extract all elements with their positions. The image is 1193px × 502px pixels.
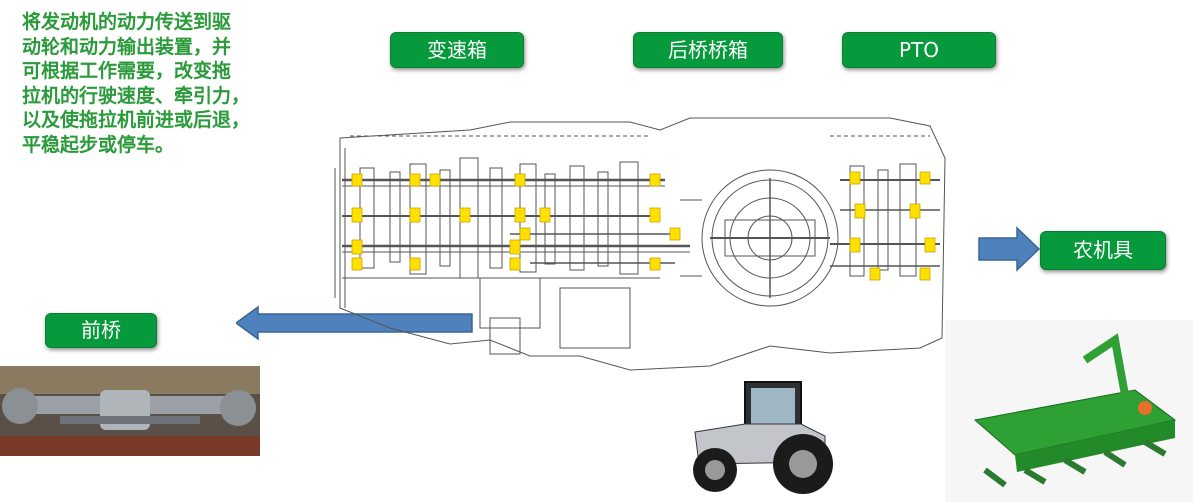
rotary-tiller-photo: [945, 320, 1193, 502]
rear-axle-label: 后桥桥箱: [633, 32, 783, 68]
description-line: 平稳起步或停车。: [22, 133, 175, 156]
description-line: 拉机的行驶速度、牵引力，: [22, 84, 251, 107]
arrow-to-front-axle: [236, 305, 473, 341]
arrow-to-implement: [978, 226, 1041, 272]
description-line: 可根据工作需要，改变拖: [22, 60, 232, 82]
description-line: 以及使拖拉机前进或后退，: [22, 109, 251, 131]
front-axle-label: 前桥: [45, 313, 157, 348]
transmission-schematic: [334, 117, 946, 371]
description-line: 动轮和动力输出装置，并: [22, 35, 232, 58]
tractor-photo: [675, 372, 855, 500]
pto-label: PTO: [842, 32, 996, 68]
implement-label: 农机具: [1040, 231, 1166, 270]
description-text: 将发动机的动力传送到驱 动轮和动力输出装置，并 可根据工作需要，改变拖 拉机的行…: [22, 10, 292, 157]
front-axle-photo: [0, 366, 260, 456]
description-line: 将发动机的动力传送到驱: [22, 11, 232, 33]
gearbox-label: 变速箱: [390, 32, 524, 68]
